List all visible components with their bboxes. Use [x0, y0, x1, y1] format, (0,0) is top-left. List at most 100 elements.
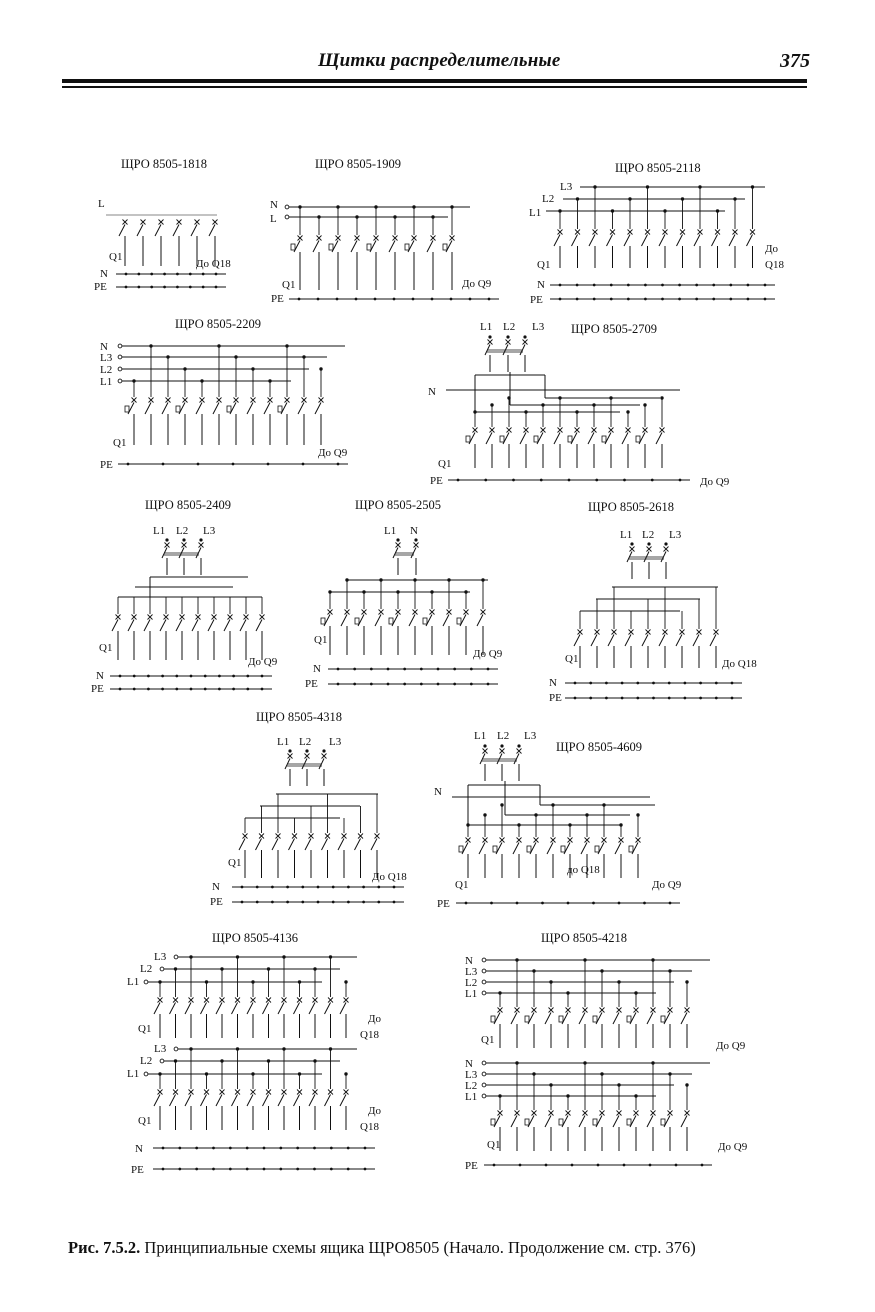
q-label: Q1: [99, 642, 112, 654]
line-label: N: [100, 268, 108, 280]
line-label: L2: [503, 321, 515, 333]
line-label: L1: [153, 525, 165, 537]
line-label: PE: [271, 293, 284, 305]
line-label: L: [270, 213, 277, 225]
line-label: L1: [127, 1068, 139, 1080]
to-label: Q18: [360, 1029, 379, 1041]
q-label: Q1: [455, 879, 468, 891]
line-label: L1: [465, 988, 477, 1000]
line-label: L2: [465, 977, 477, 989]
line-label: PE: [305, 678, 318, 690]
line-label: L3: [465, 966, 478, 978]
to-label: До Q9: [462, 278, 492, 290]
line-label: N: [313, 663, 321, 675]
line-label: L1: [620, 529, 632, 541]
diagram-title: ЩРО 8505-2505: [355, 498, 441, 512]
diagram-title: ЩРО 8505-4218: [541, 931, 627, 945]
diagram-title: ЩРО 8505-2409: [145, 498, 231, 512]
line-label: PE: [210, 896, 223, 908]
header-rule-thin: [62, 86, 807, 88]
line-label: L3: [532, 321, 545, 333]
line-label: N: [549, 677, 557, 689]
line-label: N: [465, 1058, 473, 1070]
to-label: До Q9: [318, 447, 348, 459]
to-label: Q18: [765, 259, 784, 271]
line-label: N: [434, 786, 442, 798]
line-label: L2: [299, 736, 311, 748]
diagram-title: ЩРО 8505-1818: [121, 157, 207, 171]
q-label: Q1: [109, 251, 122, 263]
q-label: Q1: [537, 259, 550, 271]
diagram-title: ЩРО 8505-2709: [571, 322, 657, 336]
to-label: Q18: [360, 1121, 379, 1133]
line-label: L3: [203, 525, 216, 537]
line-label: L: [98, 198, 105, 210]
line-label: L3: [669, 529, 682, 541]
diagram-title: ЩРО 8505-4318: [256, 710, 342, 724]
q-label: Q1: [138, 1023, 151, 1035]
caption-text: Принципиальные схемы ящика ЩРО8505 (Нача…: [144, 1238, 696, 1257]
diagram-title: ЩРО 8505-2118: [615, 161, 701, 175]
to-label: До Q9: [716, 1040, 746, 1052]
line-label: L3: [100, 352, 113, 364]
line-label: L1: [384, 525, 396, 537]
line-label: N: [410, 525, 418, 537]
to-label: До: [368, 1013, 382, 1025]
to-label: До Q9: [652, 879, 682, 891]
line-label: PE: [91, 683, 104, 695]
to-label: До: [765, 243, 779, 255]
line-label: L2: [642, 529, 654, 541]
line-label: L3: [524, 730, 537, 742]
line-label: N: [96, 670, 104, 682]
page-number: 375: [780, 50, 810, 72]
line-label: L2: [176, 525, 188, 537]
line-label: L1: [100, 376, 112, 388]
q-label: Q1: [481, 1034, 494, 1046]
line-label: L2: [140, 963, 152, 975]
q-label: Q1: [113, 437, 126, 449]
line-label: PE: [94, 281, 107, 293]
line-label: N: [100, 341, 108, 353]
to-label: До Q9: [718, 1141, 748, 1153]
line-label: PE: [549, 692, 562, 704]
to-label: До Q18: [372, 871, 407, 883]
line-label: L2: [140, 1055, 152, 1067]
line-label: PE: [430, 475, 443, 487]
to-label: До Q9: [248, 656, 278, 668]
line-label: N: [212, 881, 220, 893]
q-label: Q1: [282, 279, 295, 291]
line-label: PE: [465, 1160, 478, 1172]
q-label: Q1: [314, 634, 327, 646]
figure-caption: Рис. 7.5.2. Принципиальные схемы ящика Щ…: [68, 1238, 696, 1258]
line-label: N: [270, 199, 278, 211]
to-label: До: [368, 1105, 382, 1117]
to-label: До Q9: [700, 476, 730, 488]
line-label: L2: [465, 1080, 477, 1092]
q-label: Q1: [228, 857, 241, 869]
header-rule-thick: [62, 79, 807, 83]
line-label: N: [465, 955, 473, 967]
line-label: L2: [497, 730, 509, 742]
to-label: до Q18: [567, 864, 600, 876]
line-label: L1: [529, 207, 541, 219]
line-label: PE: [530, 294, 543, 306]
line-label: N: [537, 279, 545, 291]
diagram-title: ЩРО 8505-4136: [212, 931, 298, 945]
line-label: L3: [154, 951, 167, 963]
line-label: L1: [465, 1091, 477, 1103]
to-label: До Q18: [722, 658, 757, 670]
line-label: L2: [542, 193, 554, 205]
line-label: L3: [560, 181, 573, 193]
line-label: L1: [480, 321, 492, 333]
diagram-title: ЩРО 8505-2209: [175, 317, 261, 331]
line-label: L2: [100, 364, 112, 376]
diagram-title: ЩРО 8505-4609: [556, 740, 642, 754]
